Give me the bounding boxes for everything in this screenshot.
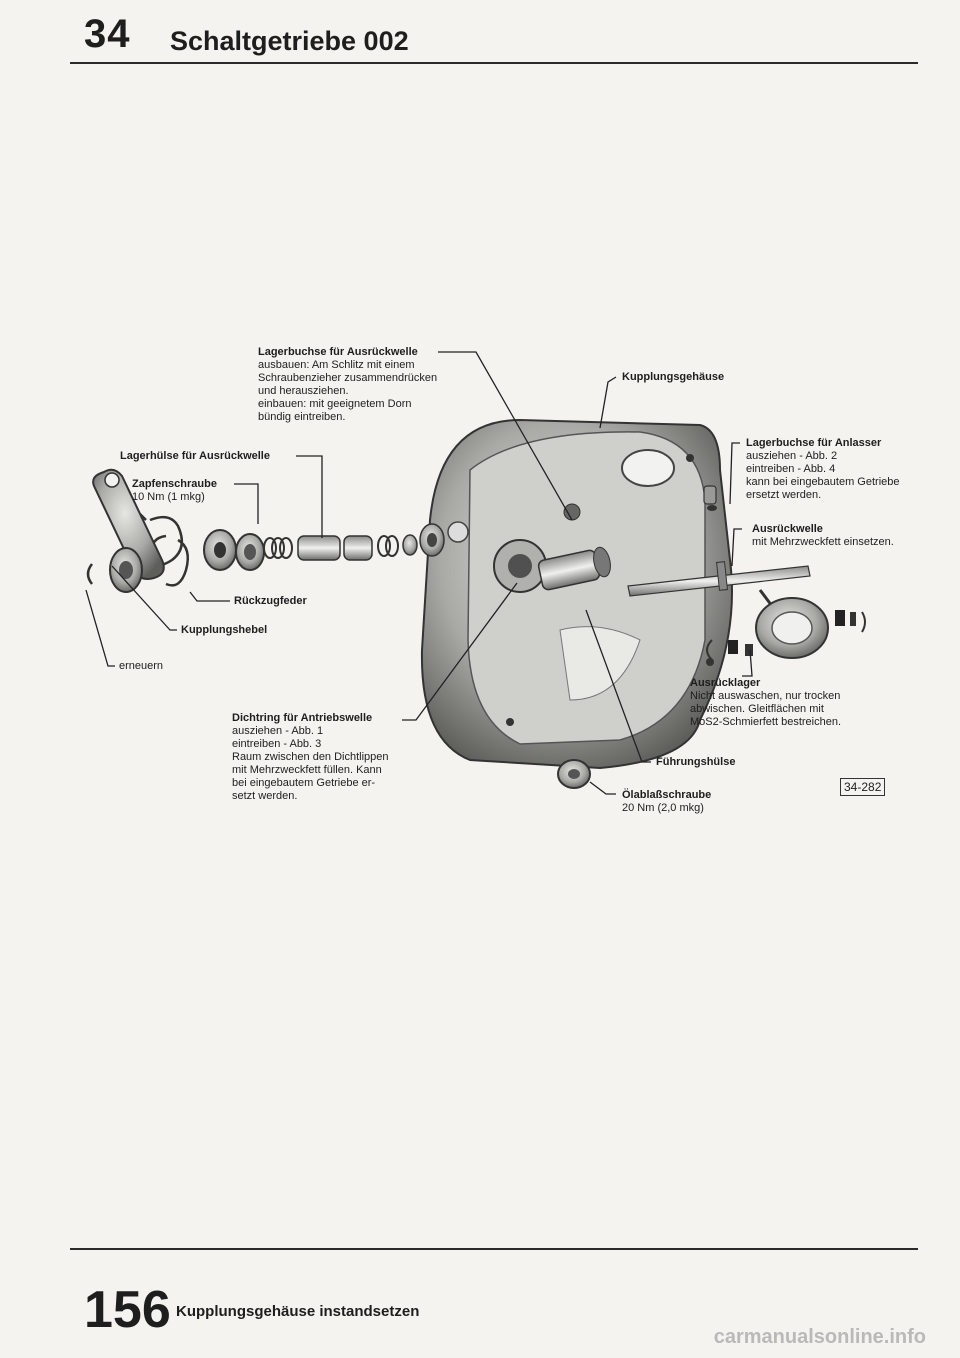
label-line: mit Mehrzweckfett füllen. Kann <box>232 764 382 776</box>
clutch-housing <box>420 418 733 770</box>
label-line: Raum zwischen den Dichtlippen <box>232 751 389 763</box>
label-zapfenschraube: Zapfenschraube 10 Nm (1 mkg) <box>132 478 217 504</box>
label-title: Führungshülse <box>656 756 736 768</box>
label-erneuern: erneuern <box>119 660 163 673</box>
release-bearing <box>706 597 866 661</box>
label-line: ausbauen: Am Schlitz mit einem <box>258 359 415 371</box>
label-title: Kupplungsgehäuse <box>622 371 725 383</box>
label-title: Ausrücklager <box>690 677 761 689</box>
label-ausruecklager: Ausrücklager Nicht auswaschen, nur trock… <box>690 677 841 729</box>
label-line: eintreiben - Abb. 4 <box>746 463 836 475</box>
label-kupplungshebel: Kupplungshebel <box>181 624 267 637</box>
label-line: mit Mehrzweckfett einsetzen. <box>752 536 894 548</box>
label-title: Ölablaßschraube <box>622 789 712 801</box>
label-dichtring: Dichtring für Antriebswelle ausziehen - … <box>232 712 389 803</box>
label-title: Ausrückwelle <box>752 523 823 535</box>
header-rule <box>70 62 918 64</box>
drain-plug <box>557 759 591 789</box>
label-line: 20 Nm (2,0 mkg) <box>622 802 704 814</box>
label-rueckzugfeder: Rückzugfeder <box>234 595 307 608</box>
label-line: bündig eintreiben. <box>258 411 346 423</box>
page-number: 156 <box>84 1281 171 1339</box>
label-line: eintreiben - Abb. 3 <box>232 738 322 750</box>
label-title: Rückzugfeder <box>234 595 307 607</box>
label-title: erneuern <box>119 660 164 672</box>
label-line: Nicht auswaschen, nur trocken <box>690 690 841 702</box>
label-title: Zapfenschraube <box>132 478 217 490</box>
label-line: MoS2-Schmierfett bestreichen. <box>690 716 842 728</box>
label-line: 10 Nm (1 mkg) <box>132 491 205 503</box>
label-lagerhuelse: Lagerhülse für Ausrückwelle <box>120 450 270 463</box>
label-line: bei eingebautem Getriebe er- <box>232 777 376 789</box>
clutch-lever <box>86 468 165 593</box>
footer-title: Kupplungsgehäuse instandsetzen <box>176 1303 420 1320</box>
label-oelablassschraube: Ölablaßschraube 20 Nm (2,0 mkg) <box>622 789 711 815</box>
label-line: und herausziehen. <box>258 385 349 397</box>
label-line: ausziehen - Abb. 2 <box>746 450 838 462</box>
label-line: kann bei eingebautem Getriebe <box>746 476 900 488</box>
chapter-title: Schaltgetriebe 002 <box>170 26 409 56</box>
figure-id-box: 34-282 <box>840 778 886 796</box>
chapter-number: 34 <box>84 12 131 56</box>
watermark: carmanualsonline.info <box>713 1326 926 1348</box>
label-title: Lagerbuchse für Ausrückwelle <box>258 346 418 358</box>
label-line: setzt werden. <box>232 790 298 802</box>
label-line: Schraubenzieher zusammendrücken <box>258 372 438 384</box>
parts-row <box>203 523 445 571</box>
label-fuehrungshuelse: Führungshülse <box>656 756 735 769</box>
label-title: Lagerhülse für Ausrückwelle <box>120 450 270 462</box>
label-ausrueckwelle: Ausrückwelle mit Mehrzweckfett einsetzen… <box>752 523 894 549</box>
leader-lines <box>85 351 753 795</box>
label-line: ausziehen - Abb. 1 <box>232 725 324 737</box>
footer-rule <box>70 1248 918 1250</box>
starter-bushing <box>703 485 717 511</box>
label-lagerbuchse-anlasser: Lagerbuchse für Anlasser ausziehen - Abb… <box>746 437 900 502</box>
label-line: abwischen. Gleitflächen mit <box>690 703 824 715</box>
label-kupplungsgehaeuse: Kupplungsgehäuse <box>622 371 724 384</box>
label-line: ersetzt werden. <box>746 489 822 501</box>
label-lagerbuchse-ausrueckwelle: Lagerbuchse für Ausrückwelle ausbauen: A… <box>258 346 437 424</box>
guide-sleeve <box>537 546 611 591</box>
label-title: Kupplungshebel <box>181 624 268 636</box>
label-title: Dichtring für Antriebswelle <box>232 712 373 724</box>
label-line: einbauen: mit geeignetem Dorn <box>258 398 412 410</box>
label-title: Lagerbuchse für Anlasser <box>746 437 882 449</box>
